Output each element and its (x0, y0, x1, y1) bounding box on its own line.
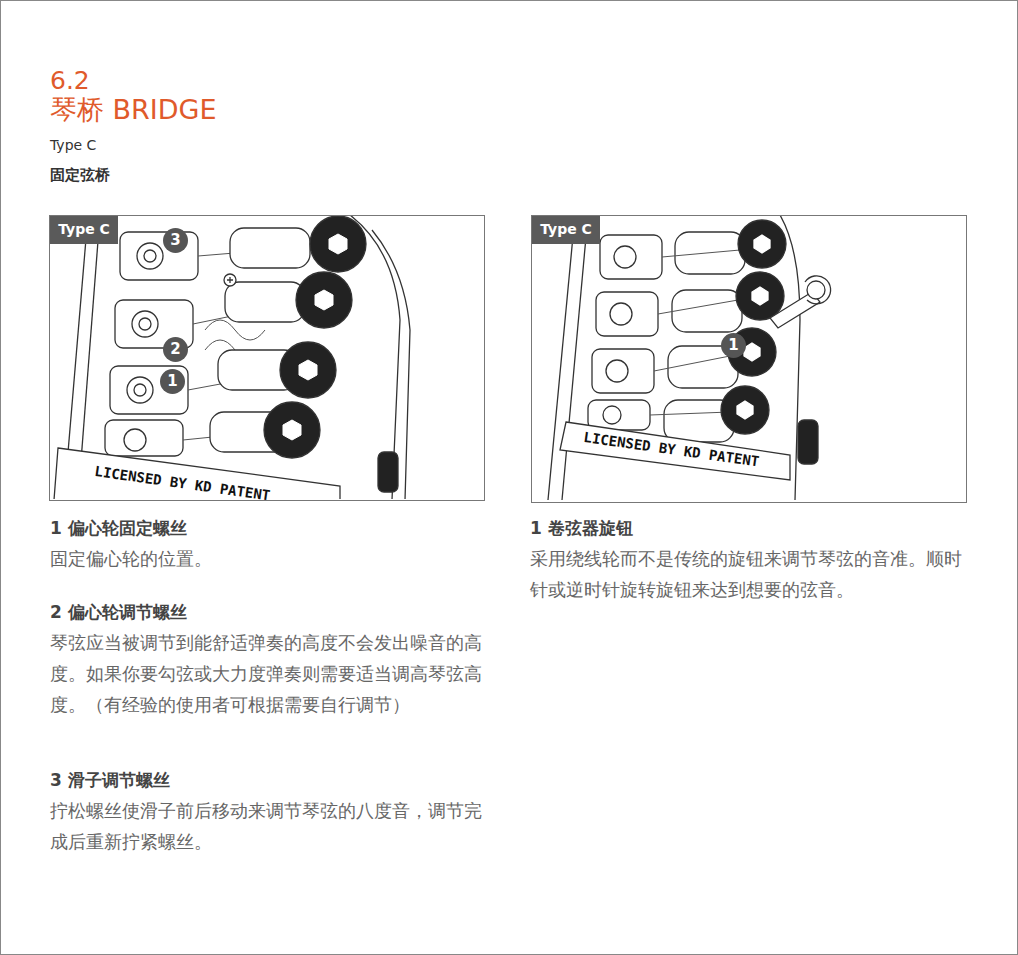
item-heading-box: 1 偏心轮固定螺丝 (50, 518, 187, 539)
item-body: 采用绕线轮而不是传统的旋钮来调节琴弦的音准。顺时针或逆时针旋转旋钮来达到想要的弦… (530, 543, 965, 605)
item-body-box: 拧松螺丝使滑子前后移动来调节琴弦的八度音，调节完成后重新拧紧螺丝。 (50, 795, 485, 857)
callout-text: 1 (167, 373, 177, 390)
item-heading-box: 1 卷弦器旋钮 (530, 518, 633, 539)
section-number: 6.2 (50, 66, 90, 96)
item-body: 固定偏心轮的位置。 (50, 543, 485, 574)
section-title-box: 琴桥 BRIDGE (50, 94, 217, 126)
subtitle-box: 固定弦桥 (50, 166, 110, 185)
item-body-box: 采用绕线轮而不是传统的旋钮来调节琴弦的音准。顺时针或逆时针旋转旋钮来达到想要的弦… (530, 543, 965, 605)
item-body: 拧松螺丝使滑子前后移动来调节琴弦的八度音，调节完成后重新拧紧螺丝。 (50, 795, 485, 857)
type-tag: Type C (532, 216, 600, 244)
item-heading: 1 偏心轮固定螺丝 (50, 518, 187, 539)
callout-number: 1 (721, 333, 746, 358)
item-heading: 1 卷弦器旋钮 (530, 518, 633, 539)
item-body-box: 琴弦应当被调节到能舒适弹奏的高度不会发出噪音的高度。如果你要勾弦或大力度弹奏则需… (50, 627, 485, 720)
subtitle: 固定弦桥 (50, 166, 110, 185)
type-label-box: Type C (50, 136, 96, 154)
callout-text: 1 (728, 337, 738, 354)
callout-number: 3 (163, 228, 188, 253)
section-number-box: 6.2 (50, 66, 90, 96)
item-heading: 3 滑子调节螺丝 (50, 770, 170, 791)
section-title: 琴桥 BRIDGE (50, 94, 217, 126)
tag-text: Type C (540, 222, 592, 237)
callout-text: 3 (170, 232, 180, 249)
item-heading-box: 2 偏心轮调节螺丝 (50, 602, 187, 623)
type-tag: Type C (50, 216, 118, 244)
item-heading-box: 3 滑子调节螺丝 (50, 770, 170, 791)
tag-text: Type C (58, 222, 110, 237)
item-body: 琴弦应当被调节到能舒适弹奏的高度不会发出噪音的高度。如果你要勾弦或大力度弹奏则需… (50, 627, 485, 720)
callout-number: 1 (160, 369, 185, 394)
callout-text: 2 (170, 341, 180, 358)
callout-number: 2 (163, 337, 188, 362)
item-heading: 2 偏心轮调节螺丝 (50, 602, 187, 623)
item-body-box: 固定偏心轮的位置。 (50, 543, 485, 574)
type-label: Type C (50, 136, 96, 154)
